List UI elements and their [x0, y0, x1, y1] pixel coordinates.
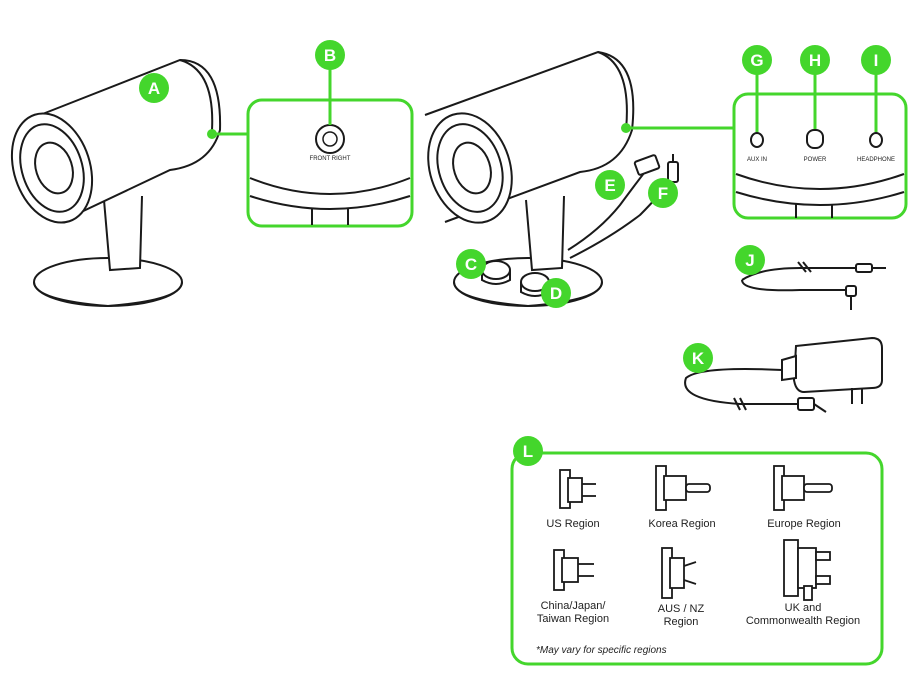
china-plug-icon	[553, 549, 594, 591]
svg-text:D: D	[550, 284, 562, 303]
svg-text:C: C	[465, 255, 477, 274]
svg-text:G: G	[750, 51, 763, 70]
uk-region-label-line2: Commonwealth Region	[746, 615, 860, 627]
svg-text:H: H	[809, 51, 821, 70]
europe-plug-icon	[773, 465, 833, 511]
rear-panel-callout: AUX IN POWER HEADPHONE	[732, 60, 908, 220]
uk-plug-icon	[783, 539, 831, 601]
headphone-port	[869, 132, 883, 148]
aus-plug-icon	[661, 547, 697, 599]
region-footnote: *May vary for specific regions	[536, 645, 667, 656]
callout-h: H	[800, 45, 830, 75]
front-button-label: FRONT RIGHT	[310, 156, 351, 162]
aux-in-port	[750, 132, 764, 148]
power-button	[806, 129, 824, 149]
callout-c: C	[456, 249, 486, 279]
europe-region-label: Europe Region	[767, 518, 840, 530]
svg-text:L: L	[523, 442, 533, 461]
callout-k: K	[683, 343, 713, 373]
aux-in-label: AUX IN	[747, 157, 767, 163]
china-region-label-line2: Taiwan Region	[537, 613, 609, 625]
svg-text:A: A	[148, 79, 160, 98]
svg-text:F: F	[658, 184, 668, 203]
callout-b: B	[315, 40, 345, 70]
svg-text:B: B	[324, 46, 336, 65]
china-region-label-line1: China/Japan/	[541, 600, 607, 612]
us-plug-icon	[559, 469, 596, 509]
aux-cable	[741, 261, 886, 310]
uk-region-label-line1: UK and	[785, 602, 822, 614]
svg-text:J: J	[745, 251, 754, 270]
headphone-label: HEADPHONE	[857, 157, 895, 163]
callout-d: D	[541, 278, 571, 308]
front-panel-callout: FRONT RIGHT	[246, 67, 414, 228]
callout-g: G	[742, 45, 772, 75]
callout-f: F	[648, 178, 678, 208]
aus-region-label-line2: Region	[664, 616, 699, 628]
korea-region-label: Korea Region	[648, 518, 715, 530]
svg-text:K: K	[692, 349, 705, 368]
region-plugs-panel: US Region Korea Region Europe Region Chi…	[510, 451, 884, 666]
left-speaker	[10, 58, 222, 308]
power-label: POWER	[804, 157, 827, 163]
callout-a: A	[139, 73, 169, 103]
aus-region-label-line1: AUS / NZ	[658, 603, 705, 615]
us-region-label: US Region	[546, 518, 599, 530]
callout-l: L	[513, 436, 543, 466]
svg-text:E: E	[604, 176, 615, 195]
power-adapter	[684, 336, 883, 413]
right-speaker	[424, 50, 679, 308]
callout-e: E	[595, 170, 625, 200]
korea-plug-icon	[655, 465, 711, 511]
svg-text:I: I	[874, 51, 879, 70]
callout-i: I	[861, 45, 891, 75]
callout-j: J	[735, 245, 765, 275]
